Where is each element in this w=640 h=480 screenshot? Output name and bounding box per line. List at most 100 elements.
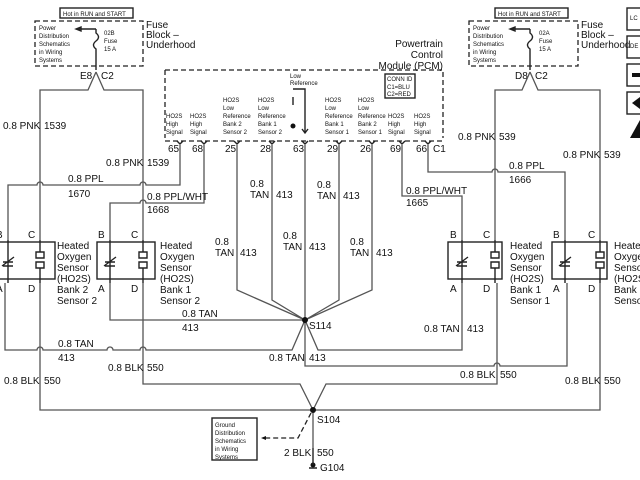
power-ref: Schematics bbox=[473, 42, 504, 48]
pin-number: 63 bbox=[293, 144, 305, 155]
wire-label: 0.8 bbox=[215, 237, 229, 248]
sensor-pin-label: D bbox=[588, 284, 595, 295]
pin-label: HO2S bbox=[166, 114, 182, 120]
hot-label: Hot in RUN and START bbox=[63, 12, 126, 18]
pin-label: HO2S bbox=[223, 98, 239, 104]
legend-de-icon[interactable] bbox=[626, 35, 640, 59]
pin-label: D8 bbox=[515, 71, 528, 82]
pin-terminal-icon bbox=[233, 140, 241, 145]
wire-label: 0.8 bbox=[317, 180, 331, 191]
connector-label: C2 bbox=[101, 71, 114, 82]
fuse-label: 02B bbox=[104, 31, 115, 37]
wire-label: 0.8 bbox=[250, 179, 264, 190]
power-ref: Systems bbox=[39, 58, 62, 64]
pin-terminal-icon bbox=[268, 140, 276, 145]
pin-terminal-icon bbox=[398, 140, 406, 145]
legend-lc-icon[interactable] bbox=[626, 7, 640, 31]
wire-label: 0.8 PNK bbox=[106, 158, 144, 169]
sensor-body bbox=[96, 241, 156, 280]
splice-s114 bbox=[302, 317, 308, 323]
sensor-label: Sensor 1 bbox=[614, 296, 640, 307]
pin-number: 25 bbox=[225, 144, 237, 155]
wire-label: 0.8 BLK bbox=[108, 363, 144, 374]
sensor-pin-label: A bbox=[98, 284, 105, 295]
fuse-block-label: Block – bbox=[146, 30, 179, 41]
wire-label: 0.8 BLK bbox=[460, 370, 496, 381]
sensor-label: Sensor bbox=[160, 263, 192, 274]
wire-circuit: 413 bbox=[276, 190, 293, 201]
pin-label: Reference bbox=[223, 114, 251, 120]
pin-label: Bank 1 bbox=[325, 122, 344, 128]
minus-icon[interactable] bbox=[626, 63, 640, 87]
pcm-module: Powertrain Control Module (PCM) CONN ID … bbox=[164, 39, 446, 155]
wire-circuit: 413 bbox=[343, 191, 360, 202]
wire-blk-b1s2 bbox=[142, 283, 314, 411]
fuse-label: 15 A bbox=[539, 47, 551, 53]
sensor-label: Bank 1 bbox=[510, 285, 542, 296]
wire-label: TAN bbox=[215, 248, 234, 259]
wire-label: 0.8 BLK bbox=[4, 376, 40, 387]
pin-label: HO2S bbox=[414, 114, 430, 120]
wire-circuit: 413 bbox=[240, 248, 257, 259]
pin-label: Low bbox=[325, 106, 337, 112]
pin-label: High bbox=[190, 122, 202, 128]
sensor-body bbox=[0, 241, 56, 280]
pcm-title: Control bbox=[411, 50, 443, 61]
splice-s104 bbox=[310, 407, 316, 413]
conn-id: C2=RED bbox=[387, 92, 412, 98]
power-ref: Distribution bbox=[473, 34, 503, 40]
dashed-ref-arrow bbox=[266, 412, 312, 439]
sensor-label: Oxygen bbox=[160, 252, 194, 263]
warning-icon[interactable] bbox=[630, 120, 640, 138]
hot-label-box bbox=[59, 7, 134, 19]
icon-text: LC bbox=[630, 16, 638, 22]
pin-label: HO2S bbox=[190, 114, 206, 120]
sensor-label: Sensor bbox=[510, 263, 542, 274]
arrow-left-icon[interactable] bbox=[626, 91, 640, 115]
wire-blk-b1s1 bbox=[312, 283, 498, 411]
sensor-pin-label: A bbox=[0, 284, 3, 295]
pin-label: Bank 2 bbox=[223, 122, 242, 128]
wire-ppl-1666 bbox=[427, 145, 566, 240]
pcm-title: Module (PCM) bbox=[379, 61, 443, 72]
pin-label: Sensor 2 bbox=[258, 130, 283, 136]
wire-label: 0.8 PPL bbox=[509, 161, 545, 172]
sensor-label: Sensor 1 bbox=[510, 296, 550, 307]
sensor-label: Sensor 2 bbox=[160, 296, 200, 307]
power-ref: in Wiring bbox=[473, 50, 496, 56]
sensor-label: Heated bbox=[510, 241, 542, 252]
pin-terminal-icon bbox=[176, 140, 184, 145]
wire-ppl-1670 bbox=[7, 145, 181, 240]
ground-label: G104 bbox=[320, 463, 345, 474]
pin-label: High bbox=[414, 122, 426, 128]
pin-terminal-icon bbox=[335, 140, 343, 145]
wire-label: TAN bbox=[250, 190, 269, 201]
wire-label: 0.8 PPL/WHT bbox=[406, 186, 467, 197]
ground-ref: Distribution bbox=[215, 431, 245, 437]
wire-labels: 0.8 PNK 1539 0.8 PNK 1539 0.8 PPL 1670 0… bbox=[3, 121, 621, 459]
sensor-label: (HO2S) bbox=[57, 274, 91, 285]
wire-circuit: 550 bbox=[500, 370, 517, 381]
sensor-label: Heated bbox=[614, 241, 640, 252]
sensor-pin-label: B bbox=[450, 230, 457, 241]
wire-circuit: 539 bbox=[604, 150, 621, 161]
wire-circuit: 1539 bbox=[44, 121, 67, 132]
fuse-block-label: Underhood bbox=[146, 40, 195, 51]
wire-tan-413 bbox=[236, 145, 373, 321]
icon-text: DE bbox=[630, 44, 638, 50]
pin-label: Bank 2 bbox=[358, 122, 377, 128]
fuse-block-right: Hot in RUN and START Power Distribution … bbox=[468, 7, 630, 82]
wire-circuit: 1539 bbox=[147, 158, 170, 169]
connector-label: C2 bbox=[535, 71, 548, 82]
wires bbox=[4, 71, 601, 448]
wire-label: 0.8 TAN bbox=[182, 309, 218, 320]
hot-label: Hot in RUN and START bbox=[498, 12, 561, 18]
variable-resistor-icon bbox=[558, 240, 572, 283]
fuse-icon bbox=[74, 25, 100, 70]
pin-label: HO2S bbox=[325, 98, 341, 104]
